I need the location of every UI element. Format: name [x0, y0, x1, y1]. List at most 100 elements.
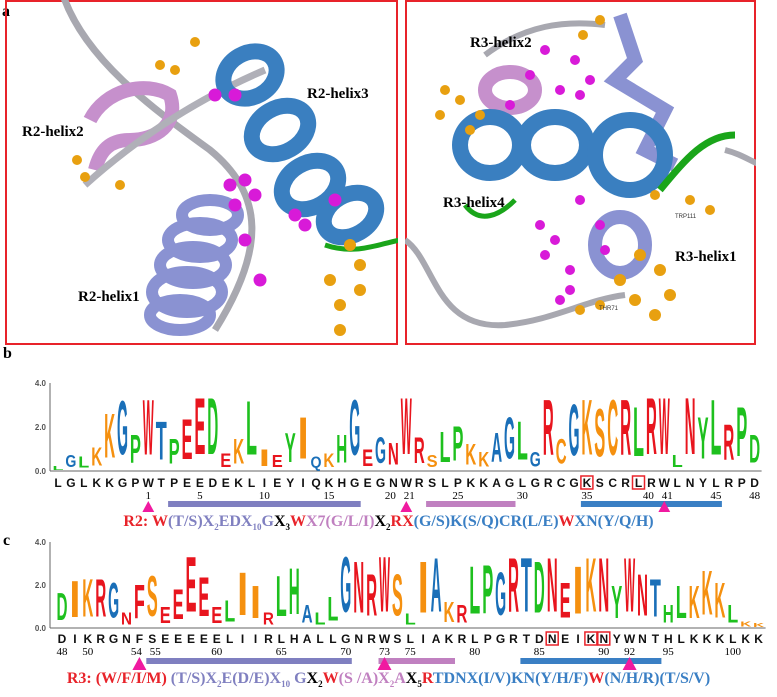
- logo-letter: A: [491, 425, 502, 471]
- sequence-residue: G: [109, 632, 118, 646]
- logo-letter: K: [91, 443, 102, 472]
- sequence-residue: H: [290, 632, 299, 646]
- logo-letter: W: [659, 382, 670, 472]
- sequence-residue: I: [422, 632, 425, 646]
- logo-letter: N: [353, 548, 364, 630]
- highlighted-residue-box: [545, 631, 559, 646]
- formula-segment: W: [588, 670, 605, 687]
- logo-letter: R: [366, 562, 377, 629]
- r3-loop-right: [724, 147, 756, 167]
- logo-letter: N: [598, 542, 609, 628]
- r2-helix2-label: R2-helix2: [22, 124, 84, 140]
- formula-segment: 10: [252, 522, 262, 533]
- formula-segment: 5: [417, 679, 422, 690]
- logo-letter: E: [362, 446, 373, 472]
- position-number: 80: [469, 646, 481, 658]
- sequence-residue: R: [544, 476, 553, 490]
- logo-letter: L: [710, 385, 721, 472]
- logo-letter: Y: [611, 578, 622, 629]
- sequence-residue: K: [741, 632, 750, 646]
- logo-letter: R: [620, 385, 631, 472]
- sequence-residue: P: [454, 476, 462, 490]
- y-tick-label: 0.0: [35, 624, 47, 633]
- formula-segment: R2: W: [123, 513, 168, 530]
- logo-letter: R: [508, 542, 519, 628]
- sequence-residue: L: [54, 476, 61, 490]
- formula-segment: (T/S)X: [170, 670, 218, 687]
- sequence-residue: E: [273, 476, 281, 490]
- logo-letter: T: [156, 409, 167, 471]
- r2-helix3: [215, 43, 385, 246]
- position-number: 10: [259, 490, 271, 502]
- formula-segment: 10: [281, 679, 291, 690]
- position-number: 45: [710, 490, 722, 502]
- highlighted-residue-box: [584, 631, 598, 646]
- logo-letter: N: [121, 609, 132, 629]
- sequence-residue: D: [535, 632, 544, 646]
- sequence-residue: E: [183, 476, 191, 490]
- sequence-residue: I: [301, 476, 304, 490]
- logo-letter: L: [672, 451, 683, 471]
- logo-letter: K: [82, 569, 93, 629]
- r2-motif-formula: R2: W(T/S)X2EDX10GX3WX7(G/L/I)X2RX(G/S)K…: [0, 513, 777, 532]
- logo-letter: E: [194, 382, 205, 472]
- logo-letter: I: [573, 555, 584, 629]
- formula-segment: (T/S)X: [167, 513, 215, 530]
- logo-letter: K: [323, 449, 334, 471]
- conserved-tryptophan-triangle: [622, 657, 637, 670]
- sequence-residue: R: [415, 476, 424, 490]
- position-number: 50: [82, 646, 94, 658]
- sequence-residue: K: [83, 632, 92, 646]
- logo-letter: C: [556, 431, 567, 471]
- sequence-residue: K: [583, 476, 592, 490]
- logo-letter: R: [263, 609, 274, 629]
- formula-segment: X: [273, 513, 286, 530]
- sequence-residue: D: [750, 476, 759, 490]
- logo-letter: I: [418, 548, 429, 630]
- sequence-residue: K: [690, 632, 699, 646]
- sequence-residue: W: [401, 476, 413, 490]
- logo-letter: E: [220, 449, 231, 471]
- logo-letter: S: [392, 562, 403, 629]
- sequence-residue: E: [196, 476, 204, 490]
- formula-segment: X7(G/L/I): [306, 513, 375, 530]
- logo-letter: G: [495, 559, 506, 629]
- r2-loop-2: [82, 66, 267, 188]
- r3-motif-formula: R3: (W/F/I/M) (T/S)X2E(D/E)X10 GX2W(S /A…: [0, 670, 777, 689]
- sequence-residue: D: [208, 476, 217, 490]
- formula-segment: 2: [217, 679, 222, 690]
- position-number: 90: [598, 646, 610, 658]
- logo-letter: T: [521, 542, 532, 628]
- logo-letter: R: [414, 431, 425, 473]
- sequence-residue: N: [354, 632, 363, 646]
- position-number: 35: [581, 490, 593, 502]
- logo-letter: E: [160, 603, 171, 629]
- position-number: 48: [749, 490, 761, 502]
- r3-helix4-label: R3-helix4: [443, 195, 505, 211]
- helix-bar: [146, 658, 352, 664]
- logo-letter: I: [250, 578, 261, 629]
- logo-letter: N: [388, 437, 399, 472]
- r3-helix4: [452, 109, 673, 198]
- r3-loop: [405, 237, 626, 329]
- sequence-residue: E: [213, 632, 221, 646]
- sequence-residue: L: [519, 476, 526, 490]
- logo-letter: K: [585, 542, 596, 628]
- logo-letter: G: [340, 541, 351, 630]
- y-tick-label: 0.0: [35, 467, 47, 476]
- sequence-residue: T: [652, 632, 660, 646]
- sequence-residue: T: [158, 476, 166, 490]
- logo-letter: K: [233, 431, 244, 471]
- logo-letter: R: [723, 416, 734, 473]
- sequence-residue: K: [105, 476, 114, 490]
- sequence-residue: K: [754, 632, 763, 646]
- logo-letter: W: [143, 385, 154, 472]
- logo-letter: L: [315, 609, 326, 629]
- logo-letter: W: [624, 542, 635, 628]
- r3-sidechains-orange: [435, 15, 715, 321]
- sequence-residue: W: [379, 632, 391, 646]
- r3-turn-1: [463, 198, 517, 219]
- logo-letter: L: [517, 409, 528, 471]
- sequence-residue: E: [561, 632, 569, 646]
